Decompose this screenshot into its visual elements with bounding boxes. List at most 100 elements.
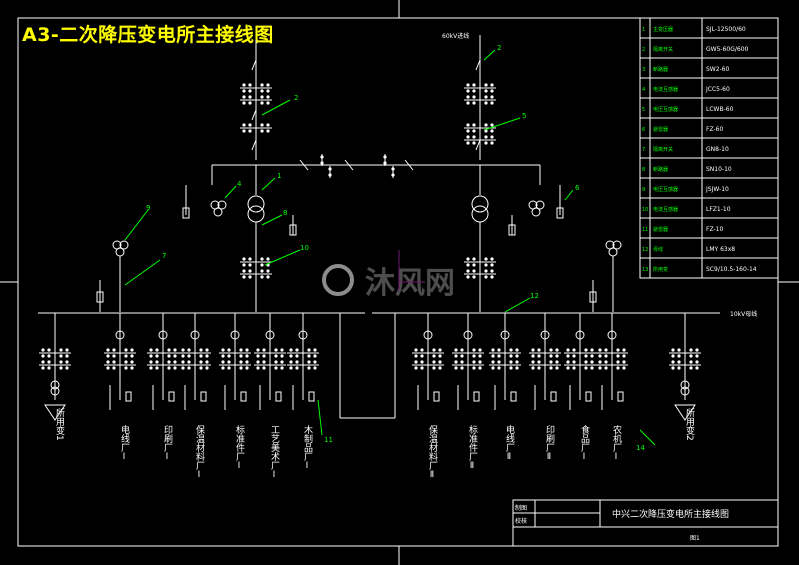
title-block-drawn: 制图	[515, 504, 527, 512]
equip-row-spec: JSJW-10	[705, 186, 729, 193]
equip-row-spec: LMY 63x8	[706, 246, 735, 253]
callout-10: 10	[300, 244, 309, 252]
equip-row-name: 电压互感器	[653, 106, 678, 113]
equip-row-no: 13	[642, 267, 648, 273]
callout-5: 5	[522, 112, 526, 120]
equip-row-no: 10	[642, 207, 648, 213]
feeder-right-5: 农机厂Ⅰ	[601, 313, 624, 462]
equip-row-spec: SW2-60	[706, 66, 730, 73]
equip-row-spec: FZ-10	[706, 226, 723, 233]
switchgear-cluster	[240, 257, 272, 267]
equip-row-name: 电流互感器	[653, 86, 678, 93]
equip-row-no: 3	[642, 67, 645, 73]
feeder-right-1: 标准件厂Ⅱ	[457, 313, 480, 471]
equip-row-spec: SJL-12500/60	[706, 26, 746, 33]
feeder-label: 标准件厂Ⅱ	[467, 424, 478, 471]
feeder-label: 印刷厂Ⅰ	[162, 424, 173, 462]
title-block: 制图 校核 中兴二次降压变电所主接线图 图1	[512, 499, 779, 547]
feeder-circuits: 所用变1 电线厂Ⅰ 印刷厂Ⅰ 保温材料厂Ⅰ 标准件厂Ⅰ 工艺美术厂Ⅰ 木制品厂Ⅰ 保温材料厂Ⅱ…	[44, 313, 696, 480]
switchgear-cluster	[464, 95, 496, 105]
callout-14: 14	[636, 444, 645, 452]
switchgear-cluster	[104, 348, 136, 358]
feeder-right-3: 印刷厂Ⅱ	[534, 313, 557, 462]
watermark-text: 沐风网	[365, 266, 455, 301]
equip-row-spec: JCC5-60	[705, 86, 730, 93]
switchgear-cluster	[240, 123, 272, 133]
feeder-label: 保温材料厂Ⅰ	[194, 424, 205, 480]
feeder-left-6: 木制品厂Ⅰ	[292, 313, 315, 471]
equip-row-no: 2	[642, 47, 645, 53]
equip-row-spec: GW5-60G/600	[706, 46, 749, 53]
feeder-right-0: 保温材料厂Ⅱ	[417, 313, 440, 480]
equipment-table: 1 主变压器 SJL-12500/60 2 隔离开关 GW5-60G/600 3 断路器 SW2…	[639, 17, 779, 279]
feeder-label: 食品厂Ⅰ	[579, 424, 590, 462]
feeder-right-4: 食品厂Ⅰ	[569, 313, 592, 462]
switchgear-cluster	[464, 135, 496, 145]
switchgear-cluster	[464, 257, 496, 267]
incoming-section	[96, 35, 622, 312]
callout-12: 12	[530, 292, 539, 300]
switchgear-cluster	[219, 348, 251, 358]
callout-4: 4	[237, 180, 242, 188]
title-block-checked: 校核	[515, 517, 527, 525]
equip-row-spec: FZ-60	[706, 126, 723, 133]
equip-row-no: 1	[642, 27, 645, 33]
title-block-sheet: 图1	[690, 535, 700, 542]
feeder-left-3: 保温材料厂Ⅰ	[184, 313, 207, 480]
equip-row-name: 断路器	[653, 166, 668, 173]
switchgear-cluster	[464, 269, 496, 279]
equip-row-spec: GN8-10	[706, 146, 729, 153]
switchgear-cluster	[240, 269, 272, 279]
feeder-label: 所用变2	[684, 408, 695, 441]
equip-row-name: 电流互感器	[653, 206, 678, 213]
callout-7: 7	[162, 252, 166, 260]
callout-2a: 2	[294, 94, 298, 102]
switchgear-cluster	[254, 360, 286, 370]
switchgear-cluster	[596, 348, 628, 358]
feeder-label: 农机厂Ⅰ	[611, 424, 622, 462]
feeder-label: 标准件厂Ⅰ	[234, 424, 245, 471]
feeder-left-2: 印刷厂Ⅰ	[152, 313, 175, 462]
equip-row-no: 6	[642, 127, 645, 133]
feeder-label: 木制品厂Ⅰ	[302, 424, 313, 471]
watermark: 沐风网	[322, 250, 455, 301]
callout-2b: 2	[497, 44, 501, 52]
feeder-label: 印刷厂Ⅱ	[544, 424, 555, 462]
callout-1: 1	[277, 172, 281, 180]
bus-label: 10kV母线	[730, 310, 757, 318]
equip-row-no: 9	[642, 187, 645, 193]
equip-row-spec: SN10-10	[706, 166, 732, 173]
bridge-switch	[391, 166, 395, 178]
callout-8: 8	[283, 209, 287, 217]
equip-row-no: 7	[642, 147, 645, 153]
feeder-right-6: 所用变2	[674, 313, 696, 441]
switchgear-cluster	[452, 360, 484, 370]
equip-row-name: 避雷器	[653, 126, 668, 133]
switchgear-cluster	[240, 83, 272, 93]
bus-bars	[38, 312, 720, 419]
feeder-label: 工艺美术厂Ⅰ	[269, 425, 280, 480]
equip-row-no: 8	[642, 167, 645, 173]
switchgear-cluster	[564, 348, 596, 358]
drawing-title: A3-二次降压变电所主接线图	[22, 24, 274, 46]
feeder-right-2: 电线厂Ⅱ	[494, 313, 517, 462]
callout-leaders: 2 2 5 1 4 6 9 7 8 10 11 12 14	[124, 44, 656, 452]
equip-row-no: 12	[642, 247, 648, 253]
equip-row-spec: SC9/10.5-160-14	[706, 266, 757, 273]
switchgear-cluster	[529, 348, 561, 358]
switchgear-cluster	[240, 95, 272, 105]
callout-6: 6	[575, 184, 580, 192]
equip-row-name: 电压互感器	[653, 186, 678, 193]
callout-9: 9	[146, 204, 150, 212]
feeder-label: 保温材料厂Ⅱ	[427, 424, 438, 480]
equip-row-spec: LFZ1-10	[706, 206, 731, 213]
equip-row-name: 隔离开关	[653, 146, 673, 153]
bridge-switch	[320, 154, 324, 166]
feeder-label: 所用变1	[54, 408, 65, 441]
feeder-left-4: 标准件厂Ⅰ	[224, 313, 247, 471]
equip-row-name: 主变压器	[653, 26, 673, 33]
feeder-label: 电线厂Ⅰ	[119, 424, 130, 462]
incoming-label-right: 60kV进线	[442, 32, 469, 40]
